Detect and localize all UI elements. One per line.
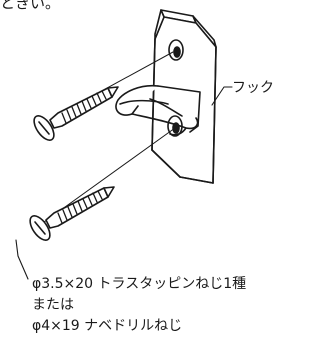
cropped-top-text: ときい。 <box>0 0 61 12</box>
screw-leader-line <box>15 239 29 280</box>
screw-hole-upper <box>168 39 184 61</box>
screw-spec-line-2: または <box>32 297 74 313</box>
screw-spec-callout: φ3.5×20 トラスタッピンねじ1種 または φ4×19 ナベドリルねじ <box>32 274 246 337</box>
screw-lower <box>29 186 115 241</box>
hook-label: フック <box>232 80 274 96</box>
screw-hole-lower <box>167 115 183 137</box>
hook <box>115 84 201 136</box>
screw-upper <box>33 86 119 141</box>
screw-spec-line-3: φ4×19 ナベドリルねじ <box>32 318 183 334</box>
screw-spec-line-1: φ3.5×20 トラスタッピンねじ1種 <box>32 276 247 292</box>
hook-leader-line <box>211 86 233 106</box>
